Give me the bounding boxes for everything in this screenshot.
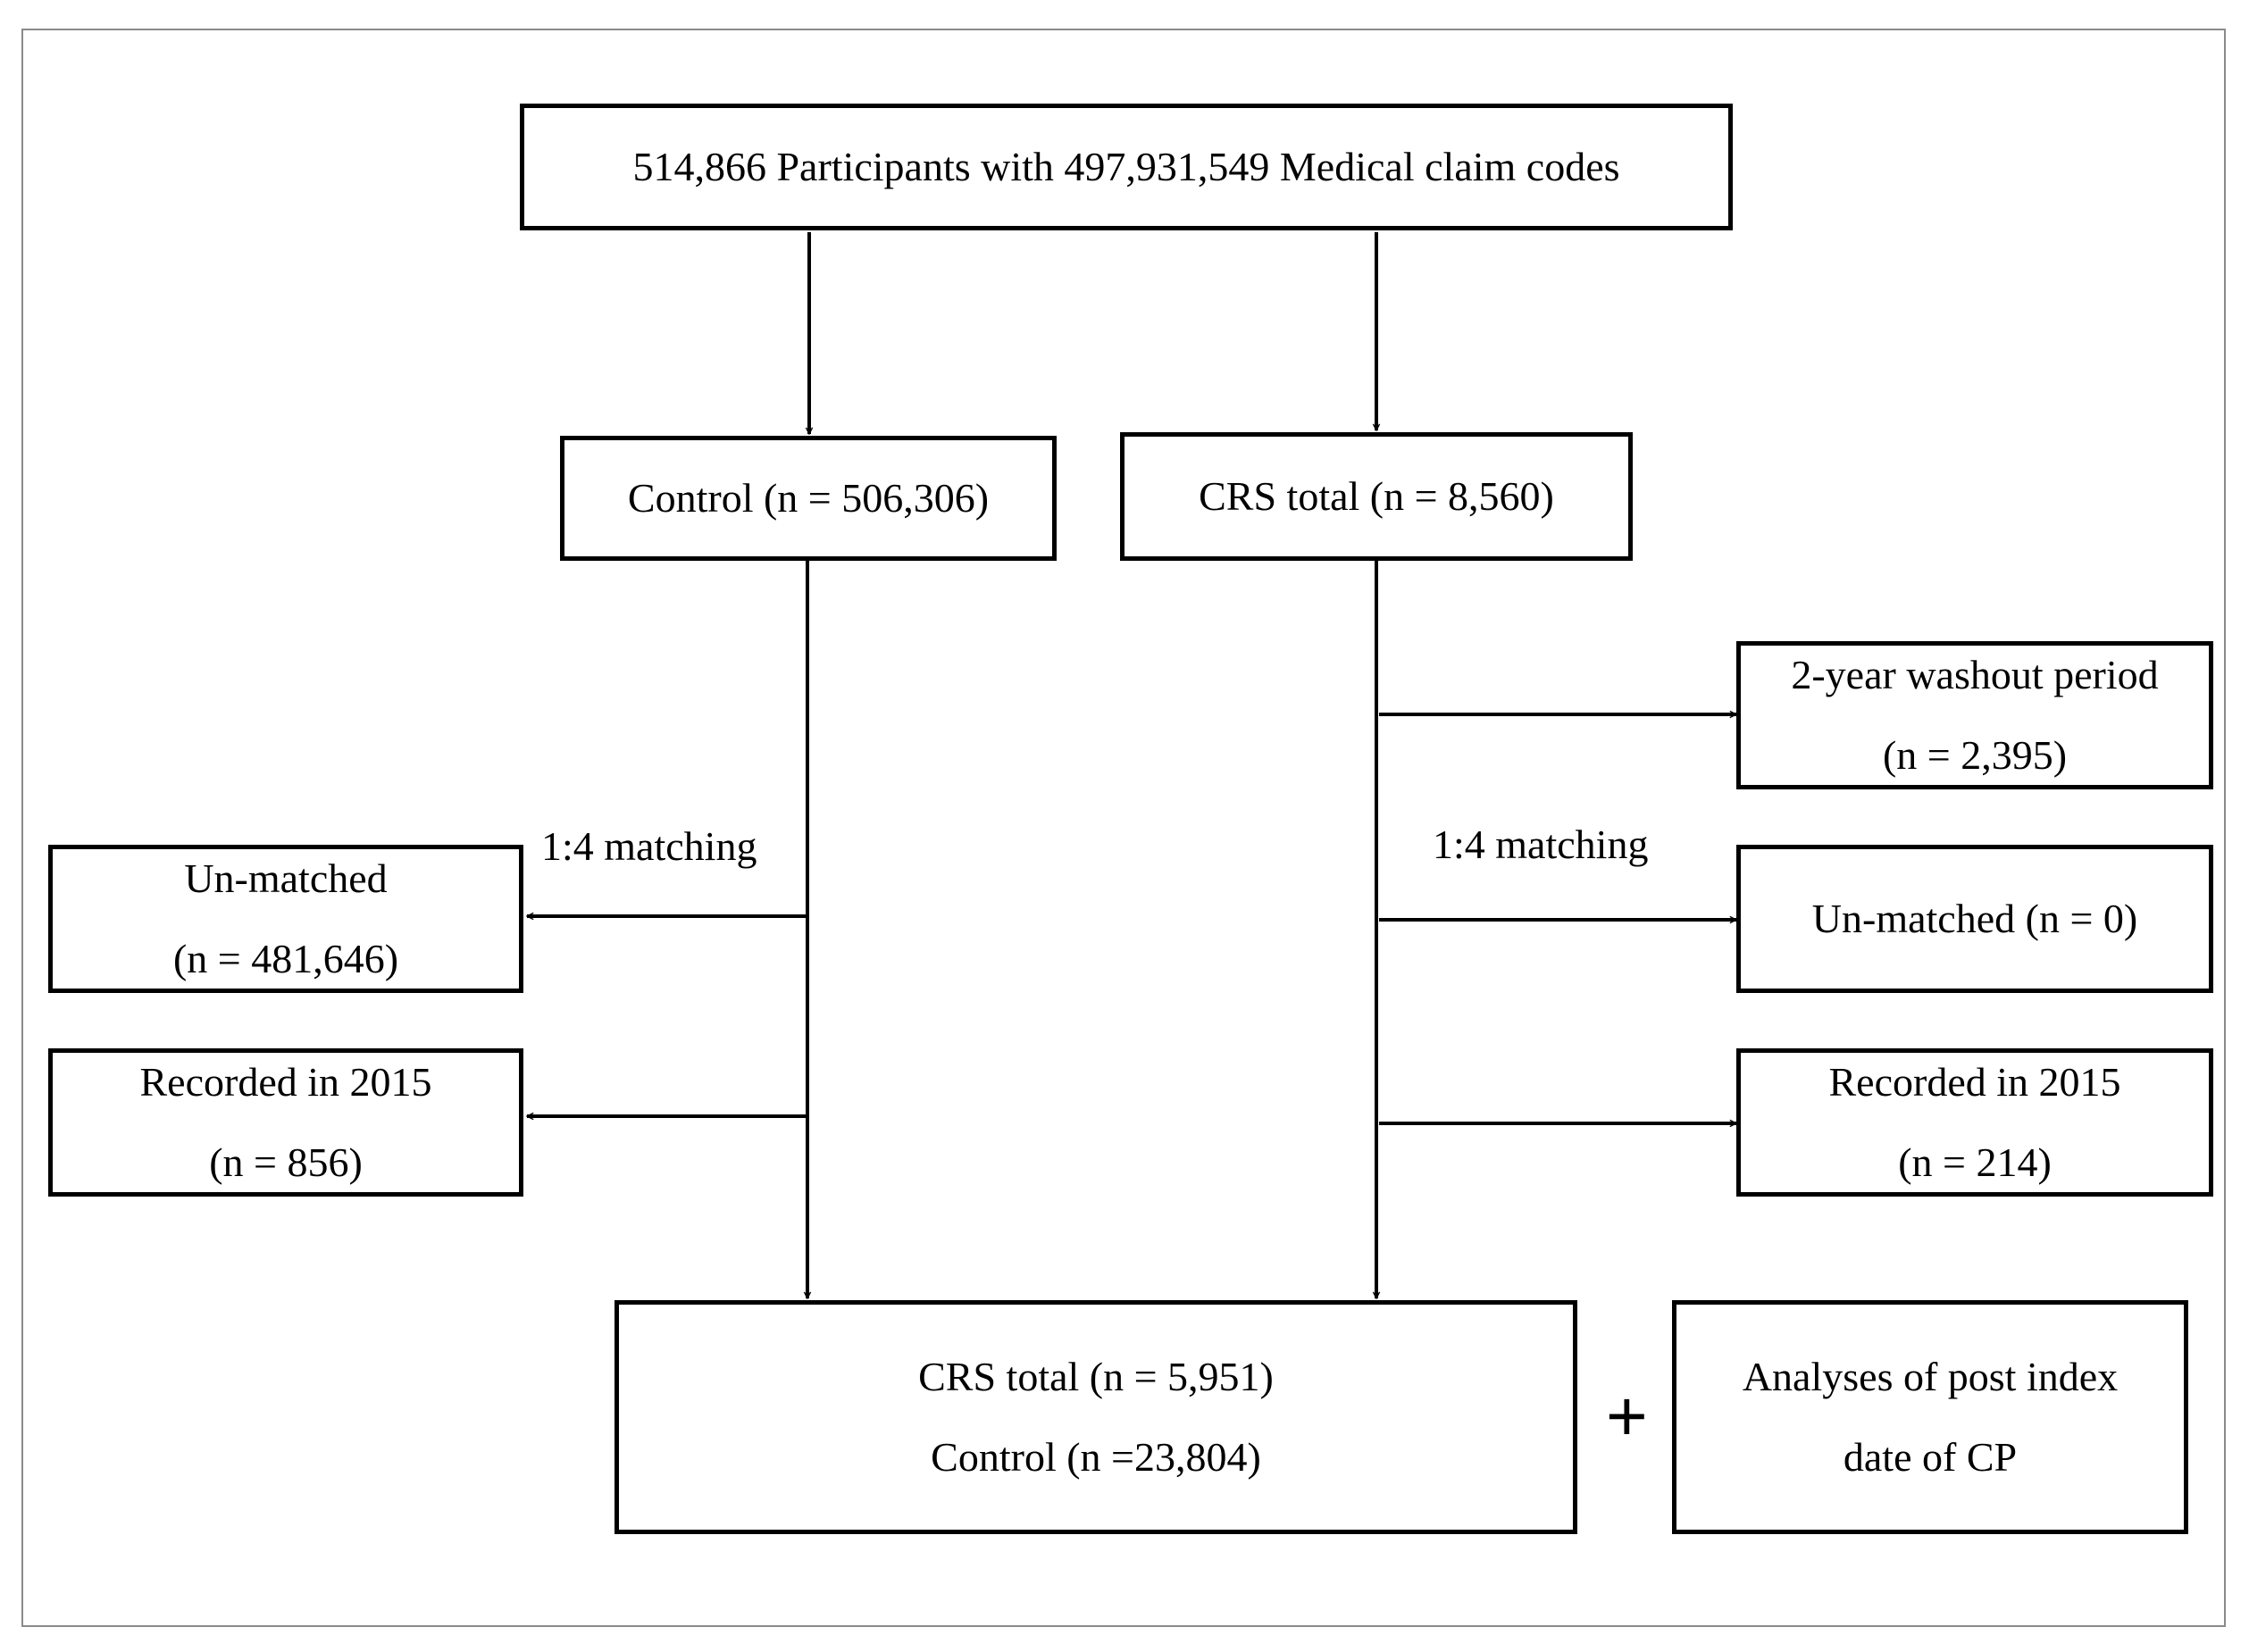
final-cohort-box: CRS total (n = 5,951) Control (n =23,804… — [615, 1300, 1577, 1534]
right-recorded-line2: (n = 214) — [1898, 1139, 2052, 1185]
right-recorded-line1: Recorded in 2015 — [1828, 1059, 2121, 1105]
left-unmatched-line1: Un-matched — [184, 855, 388, 901]
top-box: 514,866 Participants with 497,931,549 Me… — [520, 104, 1733, 230]
left-matching-label: 1:4 matching — [541, 823, 757, 869]
crs-total-box: CRS total (n = 8,560) — [1120, 432, 1633, 561]
right-recorded-box: Recorded in 2015 (n = 214) — [1736, 1048, 2213, 1197]
washout-line2: (n = 2,395) — [1882, 732, 2068, 778]
analysis-line2: date of CP — [1843, 1434, 2018, 1480]
control-box-text: Control (n = 506,306) — [627, 475, 990, 521]
diagram-frame — [21, 29, 2226, 1627]
left-recorded-line2: (n = 856) — [209, 1139, 363, 1185]
left-recorded-box: Recorded in 2015 (n = 856) — [48, 1048, 523, 1197]
top-box-text: 514,866 Participants with 497,931,549 Me… — [632, 144, 1620, 189]
crs-total-box-text: CRS total (n = 8,560) — [1199, 473, 1554, 519]
analysis-box: Analyses of post index date of CP — [1672, 1300, 2188, 1534]
plus-sign: + — [1606, 1376, 1648, 1456]
control-box: Control (n = 506,306) — [560, 436, 1057, 561]
final-cohort-line2: Control (n =23,804) — [931, 1434, 1261, 1480]
analysis-line1: Analyses of post index — [1742, 1354, 2119, 1399]
right-matching-label: 1:4 matching — [1433, 822, 1649, 867]
final-cohort-line1: CRS total (n = 5,951) — [918, 1354, 1274, 1399]
right-unmatched-box: Un-matched (n = 0) — [1736, 845, 2213, 993]
left-unmatched-box: Un-matched (n = 481,646) — [48, 845, 523, 993]
left-recorded-line1: Recorded in 2015 — [139, 1059, 432, 1105]
washout-line1: 2-year washout period — [1791, 652, 2159, 697]
left-unmatched-line2: (n = 481,646) — [172, 936, 399, 981]
washout-box: 2-year washout period (n = 2,395) — [1736, 641, 2213, 789]
right-unmatched-text: Un-matched (n = 0) — [1811, 896, 2138, 941]
